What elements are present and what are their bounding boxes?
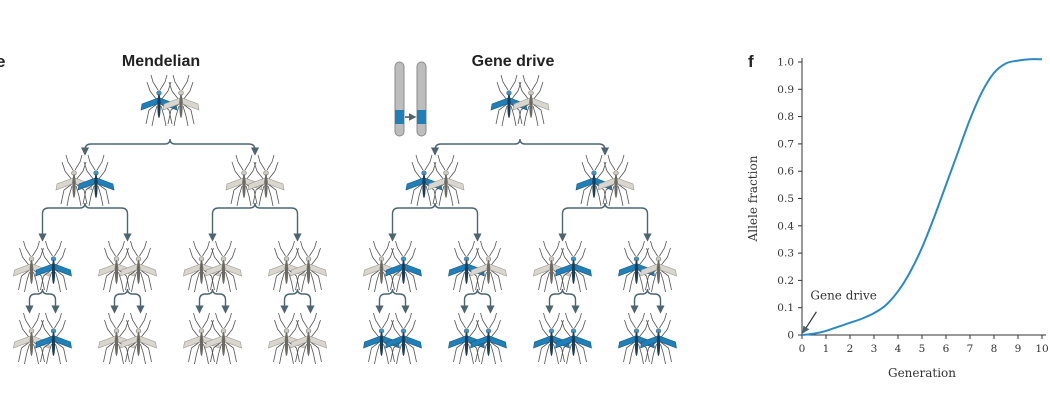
chromosome-diagram xyxy=(394,61,427,137)
mendelian-gen2-pair2-right xyxy=(205,240,242,293)
y-tick-label: 0.9 xyxy=(777,84,794,96)
mendelian-gen3-pair0-right xyxy=(35,312,72,365)
gene-drive-annotation-arrow xyxy=(802,311,817,334)
y-tick-label: 0.7 xyxy=(777,138,794,150)
gene-drive-branch-gen1-0 xyxy=(388,202,482,242)
mendelian-title: Mendelian xyxy=(121,53,201,70)
gene-drive-tree xyxy=(363,74,677,365)
mendelian-gen1-pair1-left xyxy=(225,154,263,207)
gene-drive-gen2-pair3-left xyxy=(618,240,655,293)
y-tick-label: 0 xyxy=(787,330,794,342)
gene-drive-gen3-pair3-left xyxy=(618,312,655,365)
y-tick-label: 0.2 xyxy=(777,275,794,287)
x-tick-label: 6 xyxy=(943,343,950,355)
gene-drive-gen3-pair0-left xyxy=(363,312,400,365)
allele-fraction-line xyxy=(801,58,1043,336)
gene-drive-gen1-pair1-left xyxy=(575,154,613,207)
gene-drive-branch-gen2-3 xyxy=(630,288,665,314)
x-tick-label: 7 xyxy=(967,343,974,355)
mendelian-gen2-pair3-left xyxy=(268,240,305,293)
chromosome-left xyxy=(394,61,405,137)
chromosome-left-insert xyxy=(395,110,404,124)
mendelian-gen3-pair2-left xyxy=(183,312,220,365)
mendelian-branch-gen2-2 xyxy=(195,288,230,314)
gene-drive-gen1-pair0-left xyxy=(405,154,443,207)
mendelian-gen0-pair0-left xyxy=(140,74,178,127)
y-tick-label: 0.4 xyxy=(777,220,794,232)
chromosome-right xyxy=(416,61,427,137)
gene-drive-gen3-pair1-right xyxy=(470,312,507,365)
y-tick-label: 1.0 xyxy=(777,57,794,69)
mendelian-branch-gen1-0 xyxy=(38,202,132,242)
mendelian-gen1-pair1-right xyxy=(247,154,285,207)
x-tick-label: 4 xyxy=(895,343,902,355)
gene-drive-gen3-pair2-left xyxy=(533,312,570,365)
x-tick-label: 2 xyxy=(847,343,854,355)
gene-drive-branch-gen1-1 xyxy=(558,202,652,242)
y-tick-label: 0.1 xyxy=(777,302,794,314)
gene-drive-gen1-pair0-right xyxy=(427,154,465,207)
y-tick-label: 0.5 xyxy=(777,193,794,205)
gene-drive-branch-gen2-1 xyxy=(460,288,495,314)
gene-drive-gen0-pair0-left xyxy=(490,74,528,127)
gene-drive-gen2-pair3-right xyxy=(640,240,677,293)
mendelian-tree xyxy=(13,74,327,365)
mendelian-branch-gen2-3 xyxy=(280,288,315,314)
x-tick-label: 9 xyxy=(1015,343,1022,355)
y-tick-label: 0.3 xyxy=(777,248,794,260)
gene-drive-gen3-pair3-right xyxy=(640,312,677,365)
gene-drive-gen2-pair0-right xyxy=(385,240,422,293)
x-tick-label: 1 xyxy=(823,343,830,355)
gene-drive-branch-gen0-0 xyxy=(430,138,610,156)
panel-letter-e: e xyxy=(0,52,6,71)
x-tick-label: 5 xyxy=(919,343,926,355)
gene-drive-branch-gen2-0 xyxy=(375,288,410,314)
mendelian-gen3-pair1-right xyxy=(120,312,157,365)
mendelian-gen3-pair1-left xyxy=(98,312,135,365)
mendelian-gen1-pair0-left xyxy=(55,154,93,207)
mendelian-branch-gen2-0 xyxy=(25,288,60,314)
mendelian-gen2-pair1-right xyxy=(120,240,157,293)
gene-drive-gen3-pair0-right xyxy=(385,312,422,365)
gene-drive-branch-gen2-2 xyxy=(545,288,580,314)
gene-drive-gen2-pair0-left xyxy=(363,240,400,293)
mendelian-gen3-pair0-left xyxy=(13,312,50,365)
x-axis-label: Generation xyxy=(888,366,956,380)
mendelian-gen3-pair3-right xyxy=(290,312,327,365)
chromosome-right-insert xyxy=(417,110,426,124)
mendelian-gen1-pair0-right xyxy=(77,154,115,207)
gene-drive-gen3-pair2-right xyxy=(555,312,592,365)
mendelian-gen2-pair3-right xyxy=(290,240,327,293)
y-axis-label: Allele fraction xyxy=(746,155,760,242)
gene-drive-annotation: Gene drive xyxy=(810,289,876,303)
mendelian-branch-gen0-0 xyxy=(80,138,260,156)
mendelian-gen2-pair2-left xyxy=(183,240,220,293)
mendelian-gen3-pair3-left xyxy=(268,312,305,365)
x-tick-label: 3 xyxy=(871,343,878,355)
gene-drive-gen2-pair2-right xyxy=(555,240,592,293)
mendelian-branch-gen2-1 xyxy=(110,288,145,314)
x-tick-label: 10 xyxy=(1035,343,1048,355)
gene-drive-gen3-pair1-left xyxy=(448,312,485,365)
allele-fraction-chart: 0 0.1 0.2 0.3 0.4 0.5 0.6 0.7 0.8 0.9 1.0 0 1 2 3 4 5 6 7 8… xyxy=(746,57,1049,381)
gene-drive-title: Gene drive xyxy=(471,53,555,70)
gene-drive-gen2-pair2-left xyxy=(533,240,570,293)
gene-drive-gen1-pair1-right xyxy=(597,154,635,207)
panel-letter-f: f xyxy=(748,52,754,71)
gene-drive-gen0-pair0-right xyxy=(512,74,550,127)
gene-drive-gen2-pair1-left xyxy=(448,240,485,293)
mendelian-gen3-pair2-right xyxy=(205,312,242,365)
x-tick-label: 0 xyxy=(799,343,806,355)
mendelian-gen2-pair0-right xyxy=(35,240,72,293)
y-tick-label: 0.6 xyxy=(777,166,794,178)
mendelian-branch-gen1-1 xyxy=(208,202,302,242)
y-tick-label: 0.8 xyxy=(777,111,794,123)
mendelian-gen2-pair1-left xyxy=(98,240,135,293)
mendelian-gen2-pair0-left xyxy=(13,240,50,293)
gene-drive-gen2-pair1-right xyxy=(470,240,507,293)
mendelian-gen0-pair0-right xyxy=(162,74,200,127)
x-tick-label: 8 xyxy=(991,343,998,355)
